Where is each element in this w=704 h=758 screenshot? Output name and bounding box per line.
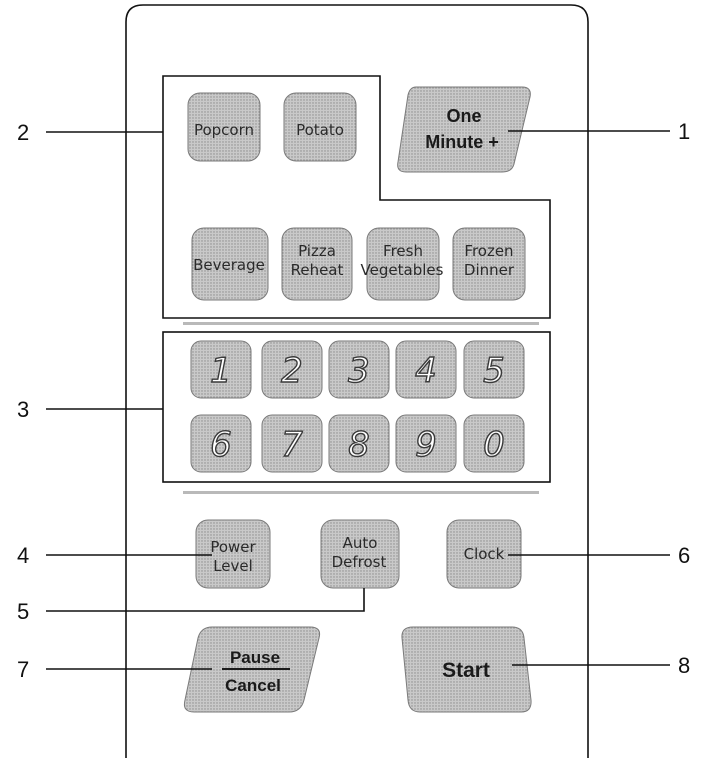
keypad-row-1: 1 2 3 4 5 bbox=[190, 340, 525, 399]
digit-4-button[interactable]: 4 bbox=[395, 340, 457, 399]
fresh-vegetables-button[interactable]: Fresh Vegetables bbox=[361, 227, 444, 301]
power-label: Power bbox=[210, 538, 256, 556]
callout-8: 8 bbox=[678, 653, 690, 678]
popcorn-button[interactable]: Popcorn bbox=[187, 92, 261, 162]
reheat-label: Reheat bbox=[291, 261, 344, 279]
callout-4: 4 bbox=[17, 543, 29, 568]
auto-label: Auto bbox=[343, 534, 378, 552]
digit-4-label: 4 bbox=[415, 351, 437, 391]
digit-8-button[interactable]: 8 bbox=[328, 414, 390, 473]
popcorn-label: Popcorn bbox=[194, 121, 254, 139]
power-level-button[interactable]: Power Level bbox=[195, 519, 271, 589]
digit-5-button[interactable]: 5 bbox=[463, 340, 525, 399]
auto-defrost-button[interactable]: Auto Defrost bbox=[320, 519, 400, 589]
digit-2-label: 2 bbox=[281, 351, 303, 391]
pizza-label: Pizza bbox=[298, 242, 336, 260]
beverage-button[interactable]: Beverage bbox=[191, 227, 269, 301]
callout-5: 5 bbox=[17, 599, 29, 624]
digit-3-button[interactable]: 3 bbox=[328, 340, 390, 399]
dinner-label: Dinner bbox=[464, 261, 515, 279]
keypad-row-2: 6 7 8 9 0 bbox=[190, 414, 525, 473]
digit-8-label: 8 bbox=[348, 425, 370, 465]
keypad-frame bbox=[162, 331, 551, 483]
start-button[interactable]: Start bbox=[401, 626, 532, 713]
digit-5-label: 5 bbox=[483, 351, 505, 391]
start-label: Start bbox=[442, 659, 490, 682]
callout-1: 1 bbox=[678, 119, 690, 144]
digit-2-button[interactable]: 2 bbox=[261, 340, 323, 399]
callout-5-leader bbox=[46, 588, 365, 612]
clock-label: Clock bbox=[464, 545, 505, 563]
one-minute-label-2: Minute + bbox=[425, 132, 499, 152]
one-minute-label-1: One bbox=[446, 106, 481, 126]
callout-6: 6 bbox=[678, 543, 690, 568]
callout-7: 7 bbox=[17, 657, 29, 682]
beverage-label: Beverage bbox=[193, 256, 265, 274]
pause-cancel-button[interactable]: Pause Cancel bbox=[183, 626, 321, 713]
clock-button[interactable]: Clock bbox=[446, 519, 522, 589]
panel-outline bbox=[125, 4, 589, 758]
digit-0-label: 0 bbox=[483, 425, 505, 465]
digit-9-button[interactable]: 9 bbox=[395, 414, 457, 473]
digit-0-button[interactable]: 0 bbox=[463, 414, 525, 473]
divider-top bbox=[183, 322, 539, 325]
vegetables-label: Vegetables bbox=[361, 261, 444, 279]
pizza-reheat-button[interactable]: Pizza Reheat bbox=[281, 227, 353, 301]
frozen-label: Frozen bbox=[464, 242, 513, 260]
digit-1-label: 1 bbox=[210, 351, 232, 391]
digit-9-label: 9 bbox=[415, 425, 437, 465]
defrost-label: Defrost bbox=[332, 553, 387, 571]
digit-1-button[interactable]: 1 bbox=[190, 340, 252, 399]
divider-bottom bbox=[183, 491, 539, 494]
digit-7-button[interactable]: 7 bbox=[261, 414, 323, 473]
potato-label: Potato bbox=[296, 121, 344, 139]
frozen-dinner-button[interactable]: Frozen Dinner bbox=[452, 227, 526, 301]
callout-3: 3 bbox=[17, 397, 29, 422]
level-label: Level bbox=[213, 557, 253, 575]
auto-cook-frame bbox=[162, 75, 551, 319]
digit-6-button[interactable]: 6 bbox=[190, 414, 252, 473]
digit-6-label: 6 bbox=[210, 425, 232, 465]
digit-7-label: 7 bbox=[281, 425, 303, 465]
callout-2: 2 bbox=[17, 120, 29, 145]
digit-3-label: 3 bbox=[348, 351, 370, 391]
cancel-label: Cancel bbox=[225, 676, 281, 695]
pause-label: Pause bbox=[230, 648, 280, 667]
fresh-label: Fresh bbox=[383, 242, 423, 260]
potato-button[interactable]: Potato bbox=[283, 92, 357, 162]
one-minute-plus-button[interactable]: One Minute + bbox=[397, 86, 531, 173]
